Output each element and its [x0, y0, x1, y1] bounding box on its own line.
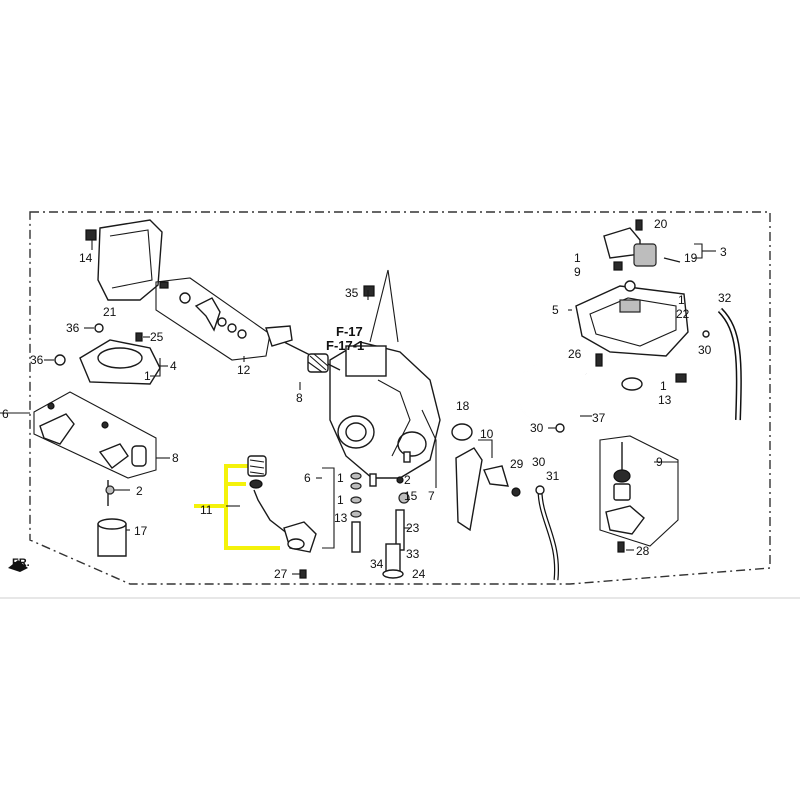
callout-36b: 36 — [30, 353, 44, 367]
callout-6b: 6 — [304, 471, 311, 485]
callout-33: 33 — [406, 547, 420, 561]
throttle-link-parts — [39, 402, 147, 469]
callout-35: 35 — [345, 286, 359, 300]
callout-22: 22 — [676, 307, 690, 321]
callout-10: 10 — [480, 427, 494, 441]
callout-9b: 9 — [656, 455, 663, 469]
part-8-box — [33, 391, 157, 479]
callout-1e: 1 — [660, 379, 667, 393]
callout-13a: 13 — [334, 511, 348, 525]
choke-lever-parts — [159, 281, 247, 339]
callout-4: 4 — [170, 359, 177, 373]
callout-12: 12 — [237, 363, 251, 377]
callout-29: 29 — [510, 457, 524, 471]
callout-36a: 36 — [66, 321, 80, 335]
callout-13b: 13 — [658, 393, 672, 407]
callout-2: 2 — [136, 484, 143, 498]
drain-13 — [621, 377, 643, 391]
callout-1b: 1 — [337, 471, 344, 485]
part-6-bracket — [322, 467, 335, 549]
float-bowl — [575, 280, 689, 357]
callout-20: 20 — [654, 217, 668, 231]
callout-23: 23 — [406, 521, 420, 535]
callout-1a: 1 — [144, 369, 151, 383]
ref-f17: F-17 — [336, 324, 363, 339]
callout-6-outer: 6 — [2, 407, 9, 421]
callout-30b: 30 — [532, 455, 546, 469]
screw-26 — [595, 353, 603, 367]
callout-7: 7 — [428, 489, 435, 503]
callout-30c: 30 — [698, 343, 712, 357]
callout-14: 14 — [79, 251, 93, 265]
callout-34: 34 — [370, 557, 384, 571]
float-valve-parts — [605, 442, 645, 553]
jet-needle-parts — [97, 480, 127, 557]
callout-30a: 30 — [530, 421, 544, 435]
vacuum-piston-parts — [603, 219, 681, 271]
callout-11: 11 — [200, 503, 213, 517]
callout-21: 21 — [103, 305, 117, 319]
callout-18: 18 — [456, 399, 470, 413]
callout-32: 32 — [718, 291, 732, 305]
callout-2b: 2 — [404, 473, 411, 487]
callout-9a: 9 — [574, 265, 581, 279]
callout-1d: 1 — [678, 293, 685, 307]
jet-washers — [350, 472, 377, 553]
choke-cable-part-11 — [247, 455, 317, 553]
callout-17: 17 — [134, 524, 148, 538]
carburetor-body — [329, 285, 441, 479]
clip-30 — [555, 423, 565, 433]
part-9-box — [599, 435, 679, 547]
throttle-arm-10 — [455, 447, 521, 532]
callout-19: 19 — [684, 251, 698, 265]
part-12-box — [155, 277, 271, 361]
screw-27 — [299, 569, 307, 579]
callout-31: 31 — [546, 469, 560, 483]
callout-8a: 8 — [172, 451, 179, 465]
callout-25: 25 — [150, 330, 164, 344]
callout-3: 3 — [720, 245, 727, 259]
assembly-frame — [29, 211, 771, 585]
callout-1c: 1 — [337, 493, 344, 507]
callout-24: 24 — [412, 567, 426, 581]
callout-15: 15 — [404, 489, 418, 503]
callout-8b: 8 — [296, 391, 303, 405]
highlight-bracket-part-11 — [194, 464, 280, 550]
callout-28: 28 — [636, 544, 650, 558]
diaphragm-cover-part — [54, 323, 161, 385]
throttle-shaft — [265, 325, 341, 373]
orientation-label: FR. — [12, 557, 30, 569]
callout-37: 37 — [592, 411, 606, 425]
ref-f17-1: F-17-1 — [326, 338, 364, 353]
needle-jet-parts — [382, 451, 411, 579]
callout-26: 26 — [568, 347, 582, 361]
callout-27: 27 — [274, 567, 288, 581]
cap-18 — [451, 423, 473, 441]
callout-5: 5 — [552, 303, 559, 317]
callout-1f: 1 — [574, 251, 581, 265]
air-cover-part — [85, 219, 163, 301]
